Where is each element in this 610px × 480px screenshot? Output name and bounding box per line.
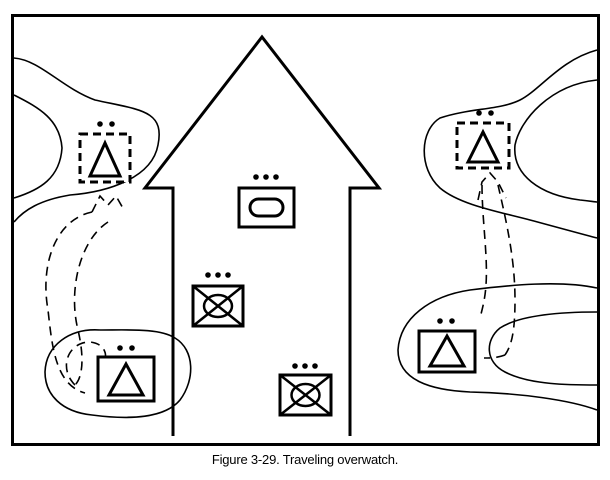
platoon-symbol-right-upper [455, 110, 511, 170]
company-symbol-center-top [237, 174, 296, 229]
terrain-contours-right [397, 49, 598, 411]
figure-frame [11, 14, 600, 446]
company-symbol-center-mid [191, 272, 245, 328]
traveling-overwatch-figure [11, 14, 600, 446]
route-right-tail [483, 354, 506, 359]
contour-right-lower-inner [488, 311, 598, 386]
contour-left-outer [13, 57, 160, 223]
company-symbol-center-bottom [278, 363, 333, 417]
route-left-loop [65, 341, 107, 386]
route-left-inner [73, 221, 109, 386]
arrowhead-right [477, 171, 507, 201]
route-right-inner [497, 184, 516, 356]
platoon-symbol-left-upper [78, 121, 132, 184]
arrowhead-left [91, 194, 125, 213]
platoon-symbol-left-lower [96, 345, 156, 403]
platoon-symbol-right-lower [417, 318, 477, 374]
route-right-outer [479, 184, 488, 319]
contour-right-upper [423, 49, 598, 239]
figure-caption: Figure 3-29. Traveling overwatch. [211, 452, 399, 467]
terrain-contours-left [13, 57, 160, 223]
movement-routes [45, 171, 516, 394]
contour-right-lower [397, 283, 598, 411]
contour-left-inner [13, 94, 63, 199]
contour-right-upper-inner [514, 79, 598, 203]
route-left-outer [45, 211, 93, 394]
central-corridor [141, 34, 383, 436]
corridor-outline [141, 34, 383, 436]
